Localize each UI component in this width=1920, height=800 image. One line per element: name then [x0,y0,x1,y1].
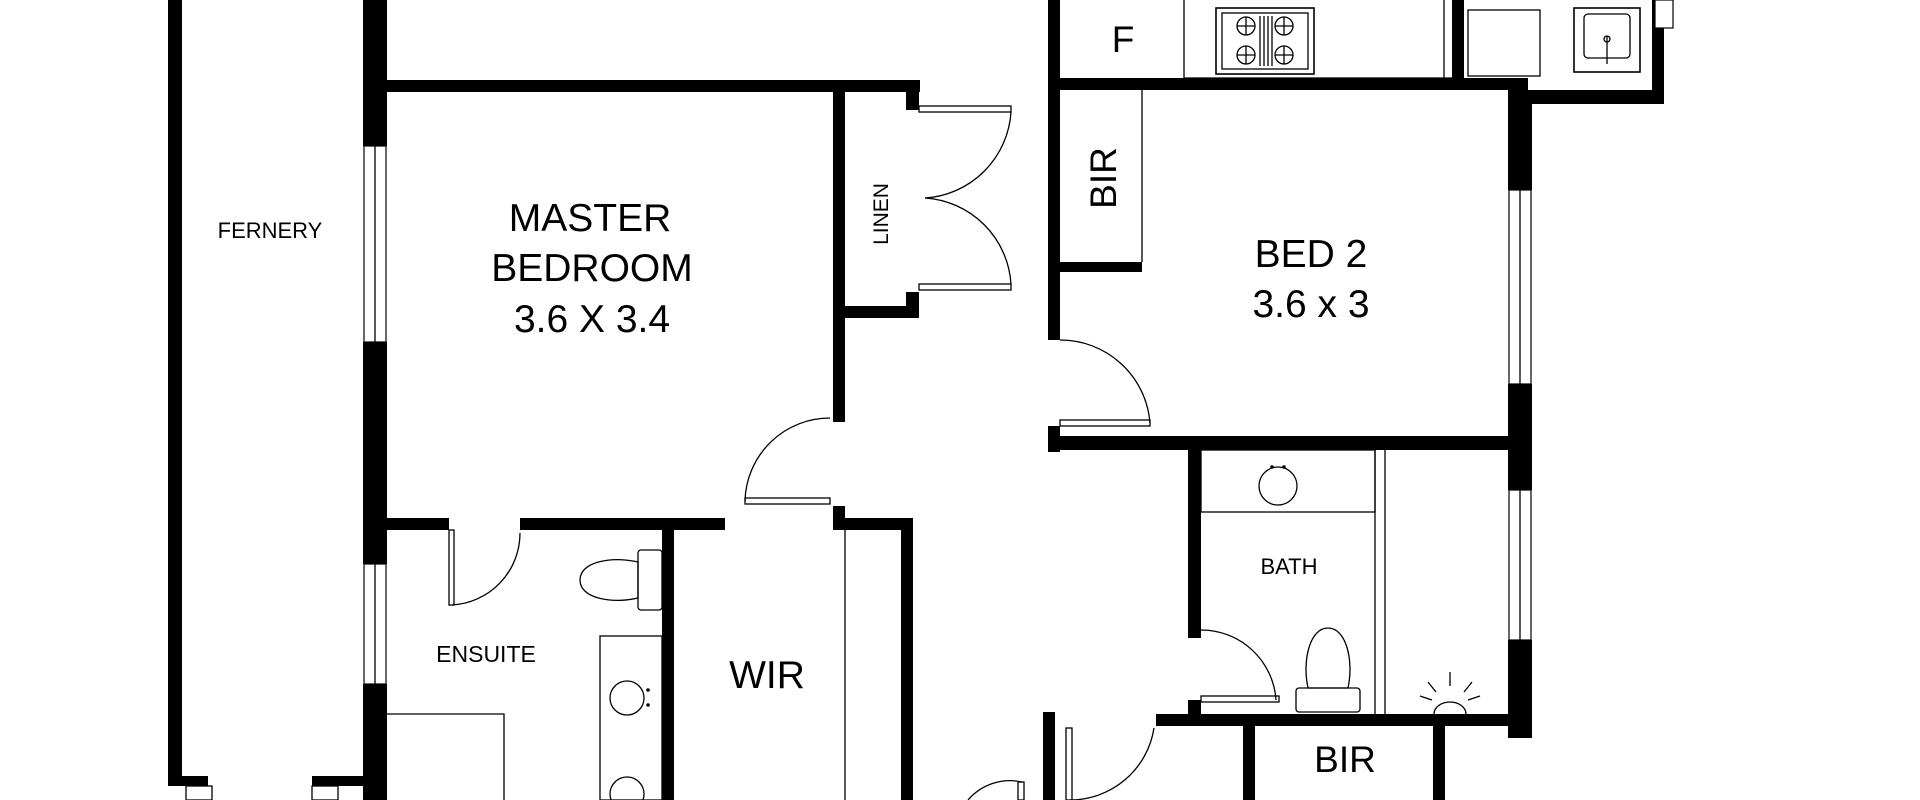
bed2-door [1059,339,1151,427]
hall-door [1065,727,1155,800]
fernery-wall-bottom-right [312,776,374,786]
walls [168,0,1664,800]
linen-wall-bottom [833,306,919,318]
bath-wall-bottom [1156,714,1532,726]
kitchen-sink-icon [1573,7,1641,73]
wir-wall-right [901,518,913,800]
master-bedroom-label-line1: MASTER [509,197,672,240]
exterior-wall-mid [363,342,387,564]
master-door [744,417,831,505]
fernery-step-right [311,785,339,800]
hall-bir-left [1243,726,1255,800]
bath-door-jamb [1188,700,1201,714]
ensuite-vanity-icon [599,635,663,800]
windows [363,0,1674,685]
linen-door-jamb-low [906,292,919,318]
wir-label: WIR [729,654,805,697]
bir-wall-bottom [1060,262,1142,272]
master-bedroom-label-line2: BEDROOM [491,247,693,290]
bath-door [1200,629,1280,703]
ensuite-wall-top-right [520,518,725,530]
hall-bir-label: BIR [1314,739,1376,780]
kitchen-wall-left [1048,0,1060,86]
ensuite-label: ENSUITE [436,641,536,667]
fernery-step-left [185,785,213,800]
fernery-label: FERNERY [218,218,323,243]
ensuite-toilet-icon [579,549,663,611]
bath-toilet-icon [1295,627,1361,713]
hall-bir-right [1433,726,1445,800]
bed2-size: 3.6 x 3 [1252,283,1369,326]
master-wall-top [387,80,920,92]
kitchen-window [1654,0,1674,29]
bed2-bir-label: BIR [1083,147,1124,209]
fernery-wall-left [168,0,182,784]
cooktop-icon [1215,7,1315,75]
ensuite-door [448,529,521,606]
bed2-wall-topright [1528,90,1664,104]
master-wall-right [833,92,845,422]
bed2-label: BED 2 [1255,233,1368,276]
wir-wall-top [833,518,913,530]
bath-wall-left [1188,450,1201,638]
exterior-wall-upper [363,82,387,146]
master-bedroom-size: 3.6 X 3.4 [514,298,670,341]
fernery-wall-bottom-left [168,776,208,786]
ensuite-wall-top-left [387,518,449,530]
room-labels: FERNERY MASTER BEDROOM 3.6 X 3.4 LINEN F… [218,19,1376,780]
bath-basin-icon [1200,449,1376,513]
linen-door-jamb-top [906,80,919,110]
fridge-label: F [1112,19,1135,60]
kitchen-wall-bottom [1048,78,1528,90]
dishwasher-icon [1467,9,1541,77]
hall-wall-low [1043,712,1055,800]
bed2-wall-left-top [1048,86,1060,340]
shower-light-icon [1419,672,1481,715]
exterior-wall-top [363,0,387,82]
bed2-wall-bottom [1048,436,1532,450]
ensuite-wall-right [662,530,674,800]
bath-label: BATH [1260,554,1317,579]
ensuite-shower [387,713,505,800]
bed2-wall-right-top [1508,90,1532,190]
doors [448,105,1280,800]
fixtures [185,0,1641,800]
wir-door [967,780,1025,800]
linen-label: LINEN [870,183,893,245]
kitchen-wall-mid [1452,0,1464,88]
linen-doors [918,105,1012,291]
